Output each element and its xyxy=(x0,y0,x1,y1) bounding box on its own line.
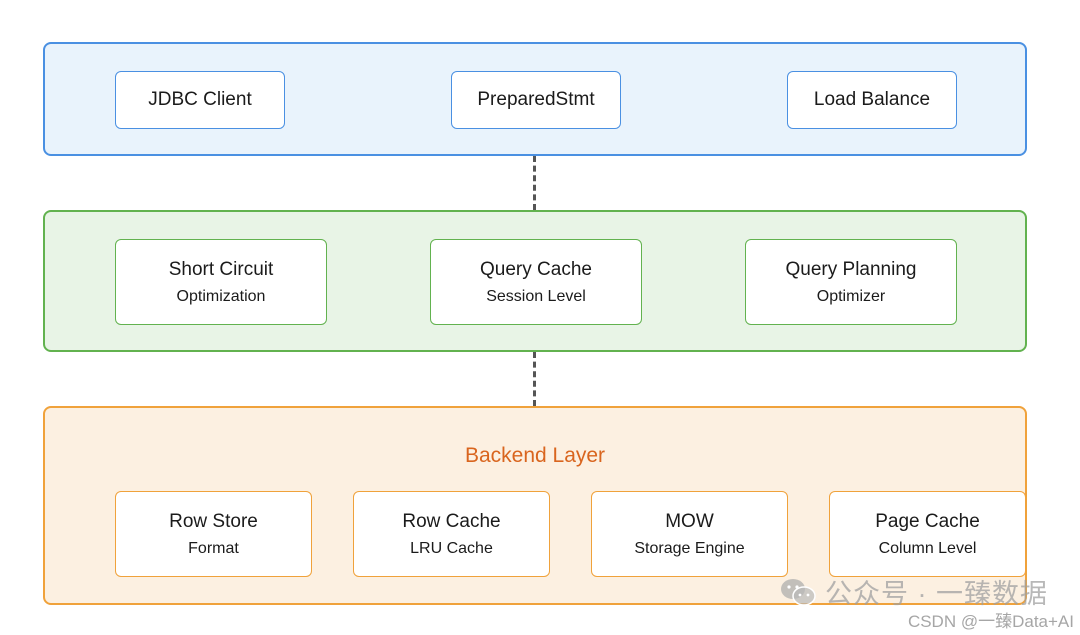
query-planning-box: Query Planning Optimizer xyxy=(745,239,957,325)
jdbc-client-box: JDBC Client xyxy=(115,71,285,129)
box-title: Query Cache xyxy=(480,258,592,280)
row-store-box: Row Store Format xyxy=(115,491,312,577)
credit-text: CSDN @一臻Data+AI xyxy=(907,612,1074,631)
row-cache-box: Row Cache LRU Cache xyxy=(353,491,550,577)
wechat-icon xyxy=(781,578,816,606)
load-balance-box: Load Balance xyxy=(787,71,957,129)
box-title: Row Store xyxy=(169,510,258,532)
connector-client-middle xyxy=(533,156,536,210)
box-subtitle: Column Level xyxy=(878,539,977,557)
query-cache-box: Query Cache Session Level xyxy=(430,239,642,325)
box-title: Row Cache xyxy=(402,510,501,532)
backend-layer: Backend Layer Row Store Format Row Cache… xyxy=(43,406,1027,605)
middle-layer: Short Circuit Optimization Query Cache S… xyxy=(43,210,1027,352)
box-title: Page Cache xyxy=(875,510,980,532)
box-title: PreparedStmt xyxy=(477,89,595,110)
short-circuit-box: Short Circuit Optimization xyxy=(115,239,327,325)
watermark: 公众号 · 一臻数据 xyxy=(779,572,1048,611)
connector-middle-backend xyxy=(533,352,536,406)
box-subtitle: Optimization xyxy=(176,287,266,305)
box-subtitle: Storage Engine xyxy=(634,539,745,557)
box-title: Short Circuit xyxy=(168,258,274,280)
prepared-stmt-box: PreparedStmt xyxy=(451,71,621,129)
mow-box: MOW Storage Engine xyxy=(591,491,788,577)
box-subtitle: Format xyxy=(188,539,239,557)
client-layer: JDBC Client PreparedStmt Load Balance xyxy=(43,42,1027,156)
box-title: Query Planning xyxy=(785,258,917,280)
box-subtitle: Optimizer xyxy=(816,287,886,305)
backend-layer-title: Backend Layer xyxy=(464,444,606,467)
box-subtitle: LRU Cache xyxy=(410,539,493,557)
page-cache-box: Page Cache Column Level xyxy=(829,491,1026,577)
box-title: JDBC Client xyxy=(148,89,252,110)
watermark-text: 公众号 · 一臻数据 xyxy=(825,579,1048,609)
box-title: Load Balance xyxy=(813,89,931,110)
box-title: MOW xyxy=(665,510,714,532)
box-subtitle: Session Level xyxy=(486,287,586,305)
